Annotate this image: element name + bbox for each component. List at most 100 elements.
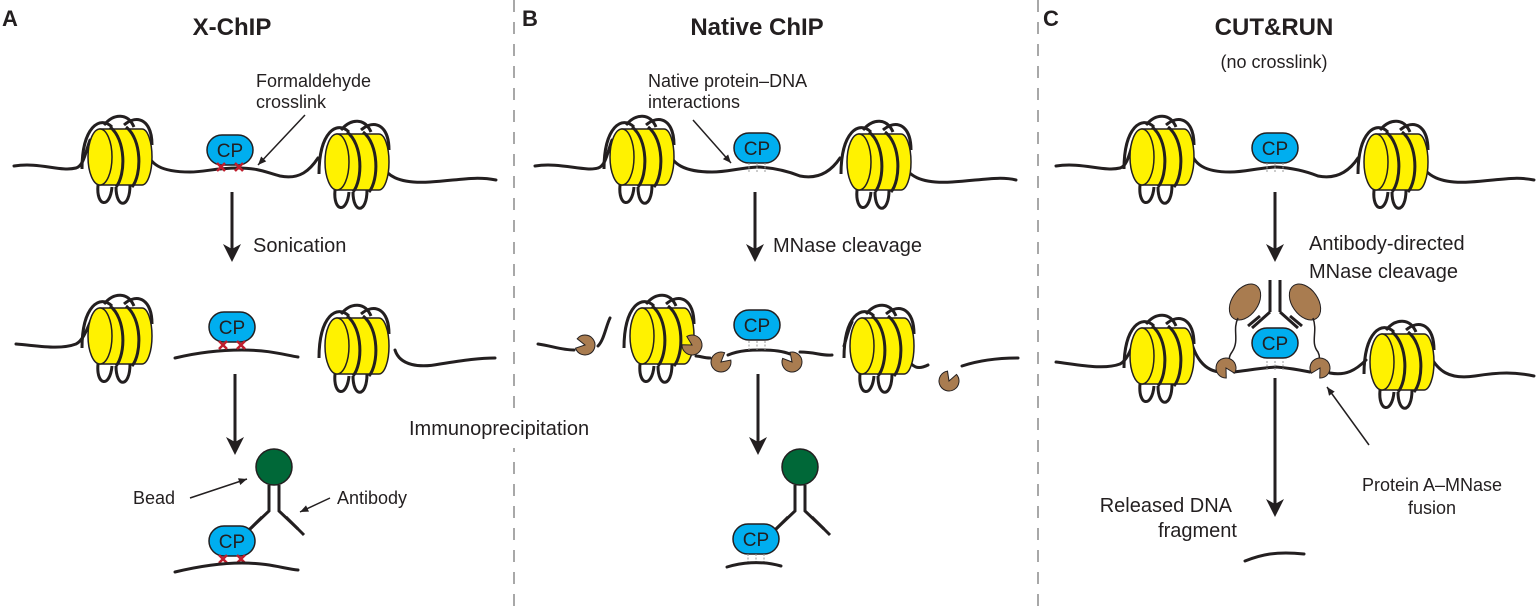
dna-strand [666, 148, 842, 179]
mnase-b3 [710, 351, 732, 373]
step-immunoprecipitation: Immunoprecipitation [409, 418, 589, 440]
nucleosome-a2 [317, 119, 391, 210]
nucleosome-a1 [80, 114, 154, 205]
immunoprecipitation-label-bg [404, 408, 640, 448]
nucleosome-c3 [1122, 313, 1196, 404]
cp-label: CP [1262, 334, 1288, 355]
mnase-b1 [574, 334, 596, 356]
bead-icon [781, 448, 819, 486]
dna-strand [1054, 138, 1136, 171]
dna-strand [173, 561, 300, 574]
nucleosome-a3 [80, 293, 154, 384]
dna-strand [726, 348, 792, 357]
cp-a3: CP [208, 525, 256, 557]
native-interaction-icon [748, 341, 766, 350]
cp-label: CP [217, 141, 243, 162]
native-interaction-callout-line1: Native protein–DNA [648, 71, 807, 91]
cp-label: CP [744, 316, 770, 337]
bead-pointer-icon [189, 478, 248, 499]
panel-b: B Native ChIP Native protein–DNA interac… [522, 6, 922, 257]
cp-a2: CP [208, 311, 256, 343]
arrow-sonication-icon [223, 192, 241, 262]
diagram-shapes: CP CP CP CP CP CP CP CP [12, 114, 1536, 574]
panel-b-title: Native ChIP [690, 14, 823, 41]
cp-b3: CP [732, 523, 780, 555]
antibody-with-bead-b [768, 448, 832, 537]
cp-label: CP [743, 530, 769, 551]
fusion-callout-line2: fusion [1408, 498, 1456, 518]
step-mnase-cleavage: MNase cleavage [773, 235, 922, 257]
mnase-c2 [1309, 357, 1331, 379]
native-interaction-icon [748, 163, 766, 172]
native-interaction-icon [1266, 361, 1284, 370]
panel-a-letter: A [2, 6, 18, 31]
nucleosome-b3 [622, 293, 696, 384]
fusion-callout-line1: Protein A–MNase [1362, 475, 1502, 495]
cp-b1: CP [733, 132, 781, 164]
mnase-b5 [938, 370, 960, 392]
arrow-cutrun-icon [1266, 192, 1284, 262]
nucleosome-a4 [317, 303, 391, 394]
dna-strand [694, 354, 712, 360]
fusion-pointer-icon [1326, 386, 1370, 446]
cp-label: CP [1262, 139, 1288, 160]
crosslink-pointer-icon [257, 114, 306, 166]
protein-a-icon [1288, 283, 1322, 321]
native-interaction-callout-line2: interactions [648, 92, 740, 112]
arrow-immunoprecipitation-a-icon [226, 374, 244, 455]
fragment-callout-line2: fragment [1158, 520, 1237, 542]
panel-c: C CUT&RUN (no crosslink) Antibody-direct… [1043, 6, 1502, 542]
nucleosome-b1 [602, 114, 676, 205]
nucleosome-b2 [839, 119, 913, 210]
dna-strand [960, 356, 1020, 368]
dna-strand [1188, 148, 1360, 179]
dna-strand [725, 561, 783, 569]
nucleosome-c2 [1356, 119, 1430, 210]
cp-c1: CP [1251, 132, 1299, 164]
antibody-callout: Antibody [337, 488, 407, 508]
dna-strand [393, 348, 497, 368]
panel-c-title: CUT&RUN [1215, 14, 1334, 41]
cp-b2: CP [733, 309, 781, 341]
crosslink-callout-line2: crosslink [256, 92, 327, 112]
arrow-mnase-icon [746, 192, 764, 262]
antibody-with-bead-a [242, 448, 306, 537]
crosslink-icon [216, 162, 244, 172]
mnase-b2 [681, 334, 703, 356]
dna-strand [1428, 354, 1536, 379]
nucleosome-c4 [1362, 319, 1436, 410]
step-sonication: Sonication [253, 235, 346, 257]
dna-strand [536, 342, 576, 352]
cp-label: CP [744, 139, 770, 160]
nucleosome-c1 [1122, 114, 1196, 205]
dna-strand [898, 158, 1018, 184]
bead-callout: Bead [133, 488, 175, 508]
panel-c-subtitle: (no crosslink) [1220, 52, 1327, 72]
antibody-pa-mnase-icon [1228, 280, 1322, 369]
cp-a1: CP [206, 134, 254, 166]
panel-c-letter: C [1043, 6, 1059, 31]
cp-label: CP [219, 318, 245, 339]
nucleosome-b4 [842, 303, 916, 394]
cp-c2: CP [1251, 327, 1299, 359]
dna-strand [533, 138, 614, 171]
dna-strand [1232, 365, 1312, 374]
arrow-immunoprecipitation-b-icon [749, 374, 767, 455]
dna-strand [12, 138, 92, 171]
fragment-callout-line1: Released DNA [1100, 495, 1233, 517]
panel-b-letter: B [522, 6, 538, 31]
dna-strand [596, 316, 612, 348]
native-interaction-icon [1266, 163, 1284, 172]
cp-label: CP [219, 532, 245, 553]
antibody-pointer-icon [299, 497, 331, 513]
dna-strand [173, 348, 300, 360]
arrow-release-icon [1266, 378, 1284, 517]
panel-a: A X-ChIP Formaldehyde crosslink Sonicati… [2, 6, 589, 508]
step-antibody-directed-line2: MNase cleavage [1309, 261, 1458, 283]
native-interaction-pointer-icon [692, 119, 732, 164]
step-antibody-directed-line1: Antibody-directed [1309, 233, 1465, 255]
released-dna-fragment [1243, 551, 1306, 563]
dna-strand [376, 158, 498, 184]
dna-strand [1328, 358, 1368, 376]
